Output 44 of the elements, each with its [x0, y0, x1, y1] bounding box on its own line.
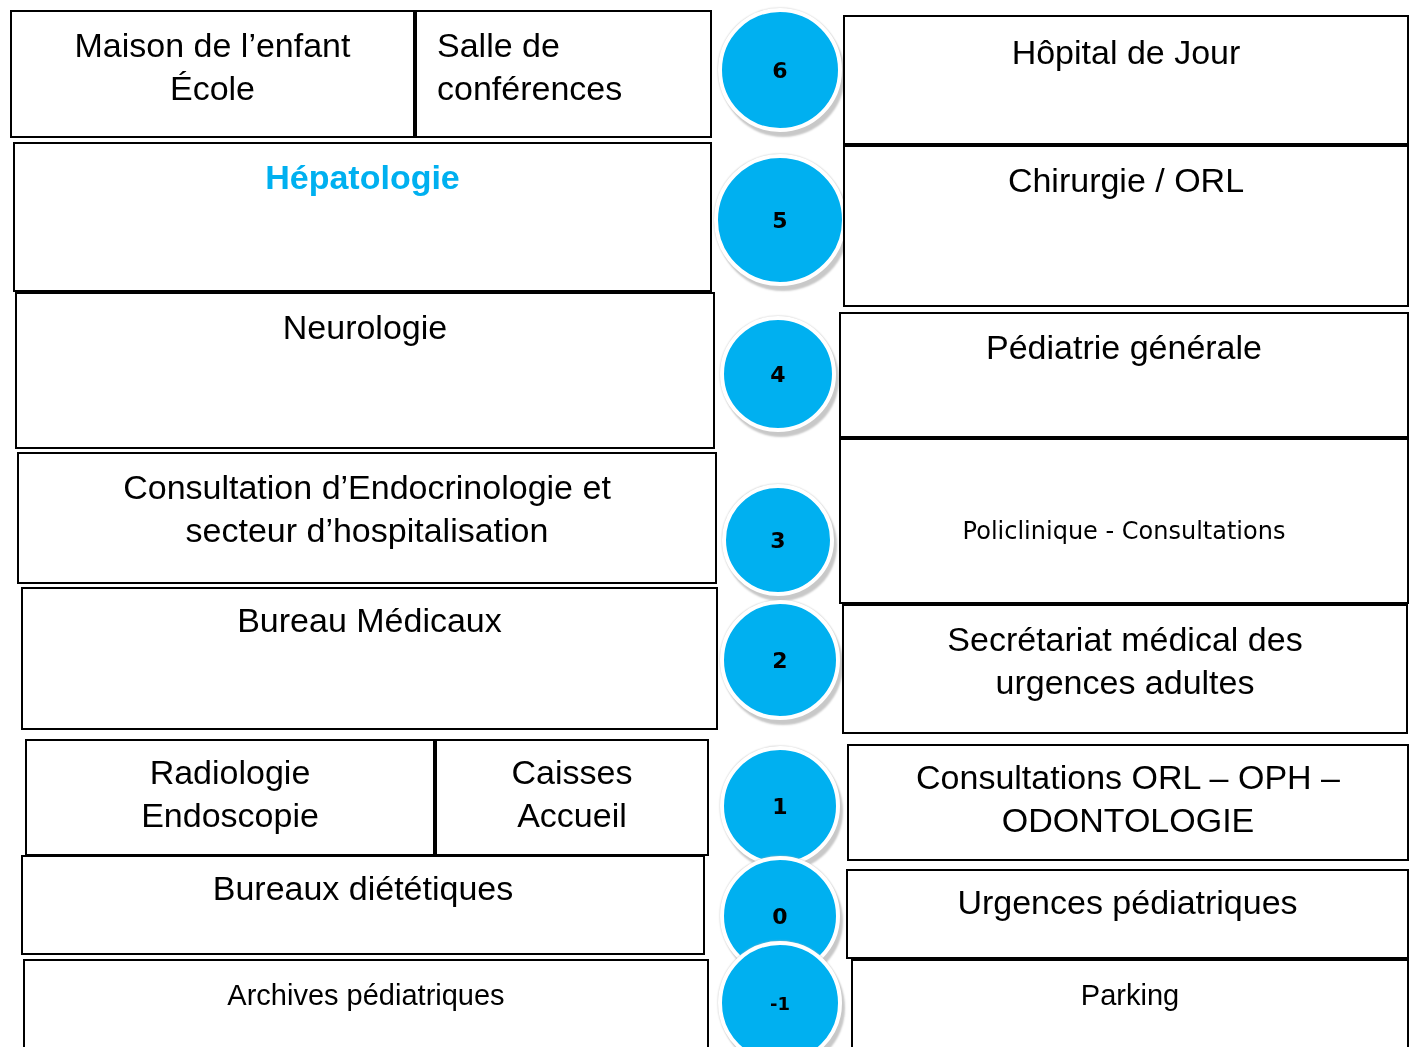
room-box	[25, 739, 435, 856]
room-box	[21, 855, 705, 955]
floor-number: 1	[772, 793, 788, 819]
room-name: Salle de conférences	[437, 25, 624, 109]
floor-number: 4	[770, 361, 786, 387]
room-box	[842, 604, 1408, 734]
room-box	[21, 587, 718, 730]
room-name: Urgences pédiatriques	[957, 882, 1298, 923]
room-name: Consultations ORL – OPH – ODONTOLOGIE	[915, 757, 1341, 841]
floor-number: 0	[772, 903, 788, 929]
room-box	[847, 744, 1409, 861]
room-box	[23, 959, 709, 1047]
room-box	[846, 869, 1409, 959]
room-box	[843, 15, 1409, 145]
room-name: Policlinique - Consultations	[962, 516, 1286, 546]
room-name: Consultation d’Endocrinologie et secteur d’hospitalisation	[122, 467, 612, 551]
room-name: Hôpital de Jour	[1011, 32, 1241, 73]
floor-number: 3	[770, 527, 786, 553]
room-box	[17, 452, 717, 584]
room-box	[13, 142, 712, 292]
floor-number: 6	[772, 57, 788, 83]
room-box	[435, 739, 709, 856]
room-name: Hépatologie	[265, 157, 460, 198]
room-name: Caisses Accueil	[510, 752, 634, 836]
room-name: Chirurgie / ORL	[1007, 160, 1245, 201]
room-name: Secrétariat médical des urgences adultes	[946, 619, 1304, 703]
room-name: Parking	[1080, 978, 1180, 1013]
room-name: Neurologie	[282, 307, 448, 348]
room-name: Bureaux diététiques	[212, 868, 514, 909]
room-box	[839, 438, 1409, 604]
room-box	[851, 959, 1409, 1047]
room-name: Radiologie Endoscopie	[140, 752, 320, 836]
room-box	[15, 292, 715, 449]
room-name: Archives pédiatriques	[227, 978, 505, 1013]
room-box	[415, 10, 712, 138]
floor-number: 5	[772, 207, 788, 233]
room-box	[843, 145, 1409, 307]
room-box	[10, 10, 415, 138]
floor-number: -1	[770, 992, 790, 1014]
room-name: Maison de l’enfant École	[73, 25, 352, 109]
room-box	[839, 312, 1409, 438]
room-name: Bureau Médicaux	[237, 600, 502, 641]
room-name: Pédiatrie générale	[986, 327, 1262, 368]
floor-number: 2	[772, 647, 788, 673]
